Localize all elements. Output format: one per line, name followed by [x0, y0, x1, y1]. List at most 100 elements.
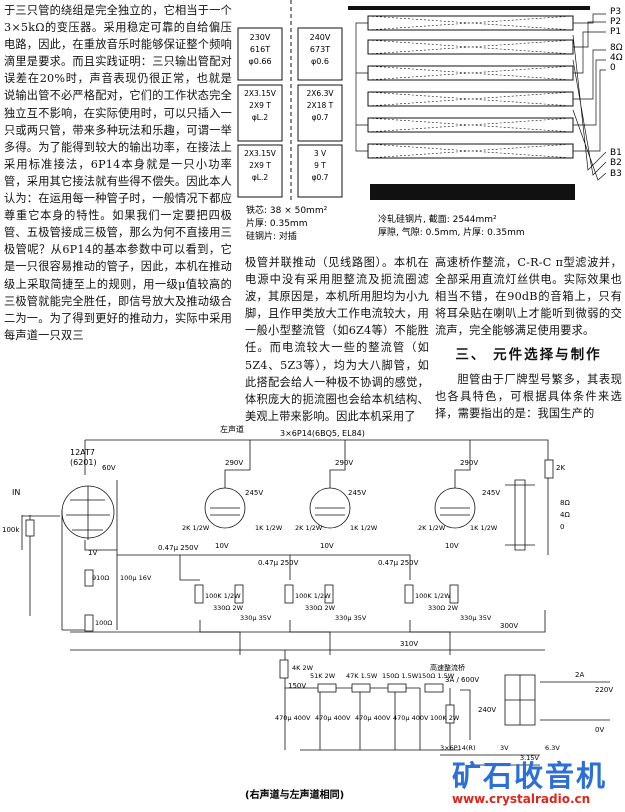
- logo-title: 矿石收音机: [452, 759, 608, 793]
- schematic-input-tube-alt: (6201): [70, 458, 97, 467]
- schematic-supply-resistor: 51K 2W: [310, 672, 336, 680]
- schematic-supply-resistor: 47K 1.5W: [346, 672, 378, 680]
- core-caption-thickness: 片厚: 0.35mm: [246, 217, 307, 229]
- article-paragraph: 高速桥作整流，C-R-C π型滤波并，全部采用直流灯丝供电。实际效果也相当不错，…: [435, 256, 622, 338]
- schematic-supply-cap: 470μ 400V: [393, 714, 429, 722]
- schematic-supply-resistor: 150Ω 1.5W: [418, 672, 455, 680]
- schematic-feedback-resistor: 2K: [556, 464, 565, 472]
- schematic-supply-resistor: 100K 2W: [430, 714, 460, 722]
- terminal-b2: B2: [610, 158, 622, 168]
- terminal-b1: B1: [610, 148, 622, 158]
- secondary-winding-2-wire: φ0.7: [312, 113, 329, 122]
- terminal-8ohm: 8Ω: [610, 43, 623, 53]
- schematic-output-tubes-label: 3×6P14(6BQ5, EL84): [280, 429, 365, 438]
- schematic-supply-cap: 470μ 400V: [315, 714, 351, 722]
- terminal-p1: P1: [610, 27, 621, 37]
- secondary-winding-1-voltage: 240V: [310, 33, 331, 42]
- secondary-winding-2-voltage: 2X6.3V: [307, 89, 335, 98]
- schematic-cathode-cap: 330μ 35V: [240, 614, 272, 622]
- schematic-grid-resistor: 100K 1/2W: [415, 592, 451, 600]
- schematic-volume-pot: 100k: [2, 526, 20, 534]
- schematic-voltage: 290V: [460, 459, 478, 467]
- secondary-winding-3-wire: φ0.7: [312, 173, 329, 182]
- schematic-voltage: 10V: [320, 542, 334, 550]
- schematic-voltage: 300V: [500, 622, 518, 630]
- article-right-column: 高速桥作整流，C-R-C π型滤波并，全部采用直流灯丝供电。实际效果也相当不错，…: [435, 254, 622, 422]
- schematic-voltage: 310V: [400, 640, 418, 648]
- primary-winding-2-voltage: 2X3.15V: [244, 89, 277, 98]
- transformer-windings: [237, 27, 343, 198]
- schematic-screen-resistor: 1K 1/2W: [255, 524, 283, 532]
- primary-winding-1-wire: φ0.66: [248, 57, 271, 66]
- schematic-input-label: IN: [12, 488, 20, 497]
- article-paragraph: 极管并联推动（见线路图）。本机在电源中没有采用胆整流及扼流圈滤波，其原因是，本机…: [245, 256, 429, 423]
- schematic-voltage: 150V: [288, 682, 306, 690]
- core-caption-lamination: 硅钢片: 对插: [246, 230, 297, 242]
- schematic-resistors: [25, 459, 554, 724]
- schematic-cathode-resistor: 330Ω 2W: [213, 604, 244, 612]
- secondary-winding-1-turns: 673T: [310, 45, 330, 54]
- output-windings: [367, 15, 574, 159]
- primary-winding-3-voltage: 2X3.15V: [244, 149, 277, 158]
- schematic-voltage: 245V: [245, 489, 263, 497]
- schematic-output-jack-8ohm: 8Ω: [560, 499, 570, 507]
- site-logo: 矿石收音机 www.crystalradio.cn: [452, 760, 622, 810]
- schematic-heater-label: 3.15V: [520, 754, 539, 762]
- output-caption-core: 冷轧硅钢片, 截面: 2544mm²: [378, 213, 497, 225]
- output-caption-gap: 厚隙, 气隙: 0.5mm, 片厚: 0.35mm: [378, 226, 525, 238]
- schematic-plate-resistor: 2K 1/2W: [182, 524, 210, 532]
- primary-winding-2-turns: 2X9 T: [249, 101, 271, 110]
- schematic-footnote: (右声道与左声道相同): [245, 788, 344, 801]
- section-heading: 三、 元件选择与制作: [455, 347, 602, 364]
- schematic-secondary-voltage: 240V: [478, 706, 496, 714]
- schematic-voltage: 10V: [215, 542, 229, 550]
- schematic-heater-label: 3×6P14(R): [440, 744, 476, 752]
- schematic-coupling-cap: 0.47μ 250V: [158, 544, 199, 552]
- schematic-plate-resistor: 2K 1/2W: [418, 524, 446, 532]
- schematic-output-jack-4ohm: 4Ω: [560, 511, 570, 519]
- schematic-voltage: 245V: [482, 489, 500, 497]
- terminal-p2: P2: [610, 17, 621, 27]
- terminal-4ohm: 4Ω: [610, 53, 623, 63]
- schematic-input-tube-label: 12AT7: [70, 448, 95, 457]
- output-transformer-figure: P3 P2 P1 8Ω 4Ω 0 B1 B2 B3 冷轧硅钢片, 截面: 254…: [348, 6, 623, 238]
- primary-winding-1-voltage: 230V: [250, 33, 271, 42]
- schematic-plate-resistor: 2K 1/2W: [295, 524, 323, 532]
- schematic-screen-resistor: 1K 1/2W: [350, 524, 378, 532]
- article-middle-column: 极管并联推动（见线路图）。本机在电源中没有采用胆整流及扼流圈滤波，其原因是，本机…: [245, 254, 429, 425]
- schematic-heater-label: 6.3V: [545, 744, 560, 752]
- article-paragraph: 胆管由于厂牌型号繁多，其表现也各具特色，可根据具体条件来选择，需要指出的是：我国…: [435, 372, 622, 420]
- schematic-voltage: 290V: [335, 459, 353, 467]
- schematic-input-cathode-cap: 100μ 16V: [120, 574, 152, 582]
- schematic-cathode-cap: 330μ 35V: [460, 614, 492, 622]
- article-left-column: 于三只管的绕组是完全独立的，它相当于一个3×5kΩ的变压器。采用稳定可靠的自给偏…: [4, 2, 232, 344]
- schematic-rectifier-label: 高速整流桥: [430, 663, 465, 672]
- schematic-channel-label: 左声道: [220, 424, 244, 434]
- schematic-mains-0v: 0V: [595, 726, 604, 734]
- schematic-grid-resistor: 100K 1/2W: [205, 592, 241, 600]
- schematic-heater-label: 3V: [500, 744, 509, 752]
- schematic-supply-cap: 470μ 400V: [355, 714, 391, 722]
- secondary-winding-3-voltage: 3 V: [314, 149, 327, 158]
- core-caption-size: 铁芯: 38 × 50mm²: [246, 204, 328, 216]
- secondary-winding-1-wire: φ0.6: [311, 57, 329, 66]
- logo-url: www.crystalradio.cn: [452, 792, 591, 806]
- schematic-output-jack-0: 0: [560, 523, 564, 531]
- schematic-coupling-cap: 0.47μ 250V: [258, 559, 299, 567]
- schematic-mains-220v: 220V: [595, 686, 613, 694]
- terminal-b3: B3: [610, 169, 622, 179]
- schematic-cathode-cap: 330μ 35V: [335, 614, 367, 622]
- schematic-fuse-label: 2A: [575, 671, 584, 679]
- article-paragraph: 于三只管的绕组是完全独立的，它相当于一个3×5kΩ的变压器。采用稳定可靠的自给偏…: [4, 4, 232, 342]
- schematic-rectifier-rating: 3A / 600V: [445, 676, 479, 684]
- schematic-supply-resistor: 4K 2W: [292, 664, 314, 672]
- primary-winding-3-turns: 2X9 T: [249, 161, 271, 170]
- schematic-supply-cap: 470μ 400V: [275, 714, 311, 722]
- terminal-0: 0: [610, 63, 616, 73]
- schematic-voltage: 10V: [445, 542, 459, 550]
- schematic-voltage: 290V: [225, 459, 243, 467]
- primary-winding-2-wire: φL.2: [252, 113, 269, 122]
- schematic-input-grid-resistor: 100Ω: [95, 619, 112, 627]
- schematic-supply-resistor: 150Ω 1.5W: [382, 672, 419, 680]
